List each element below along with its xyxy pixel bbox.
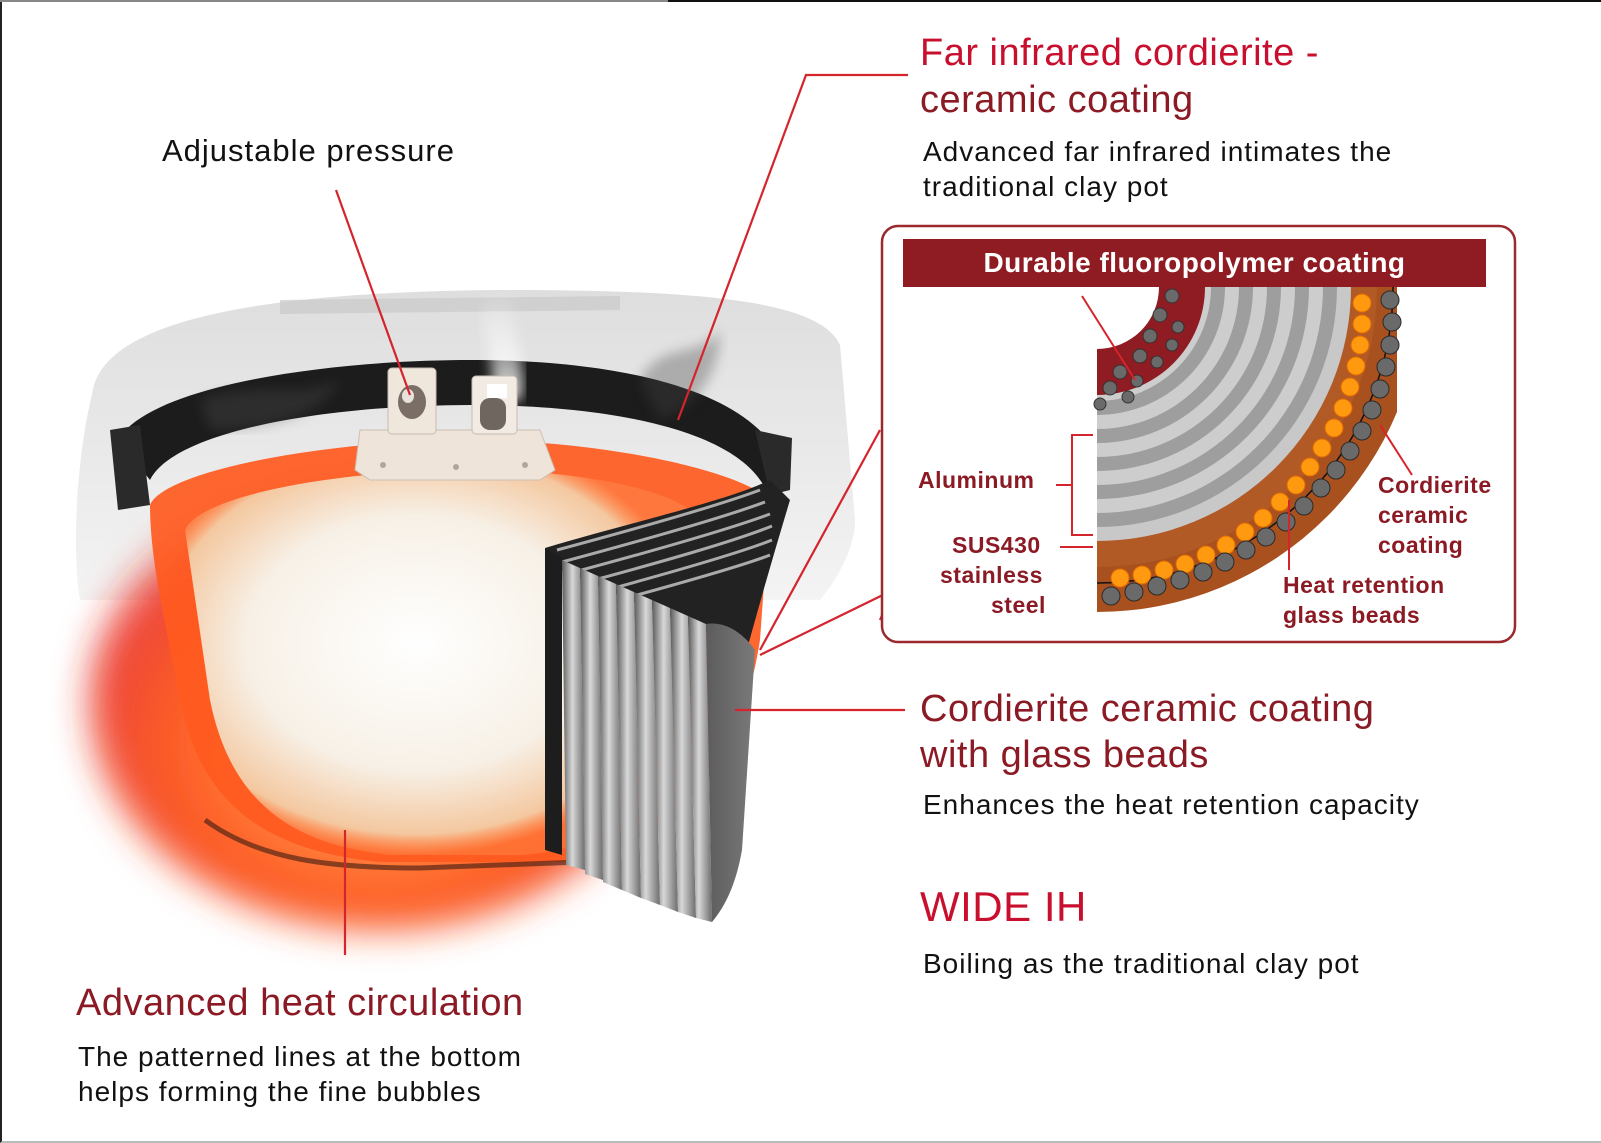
label-steel: steel — [991, 592, 1046, 618]
far-infrared-desc-line2: traditional clay pot — [923, 171, 1169, 202]
cordierite-beads-title-line1: Cordierite ceramic coating — [920, 688, 1375, 730]
leader-inset-bottom — [759, 429, 881, 651]
label-coating: coating — [1378, 532, 1464, 558]
far-infrared-title-line2: ceramic coating — [920, 79, 1194, 121]
heat-circulation-title: Advanced heat circulation — [76, 982, 524, 1024]
adjustable-pressure-title: Adjustable pressure — [162, 133, 455, 168]
top-border-right — [668, 0, 1601, 2]
fluoropolymer-banner: Durable fluoropolymer coating — [903, 239, 1486, 287]
wide-ih-desc: Boiling as the traditional clay pot — [923, 948, 1360, 979]
heat-circulation-desc-line1: The patterned lines at the bottom — [78, 1041, 522, 1072]
label-heat-retention: Heat retention — [1283, 572, 1445, 598]
label-stainless: stainless — [940, 562, 1043, 588]
cordierite-beads-desc: Enhances the heat retention capacity — [923, 789, 1420, 820]
label-cordierite: Cordierite — [1378, 472, 1492, 498]
heat-circulation-desc-line2: helps forming the fine bubbles — [78, 1076, 482, 1107]
label-glass-beads: glass beads — [1283, 602, 1421, 628]
label-aluminum: Aluminum — [918, 467, 1035, 493]
label-sus430: SUS430 — [952, 532, 1041, 558]
steam — [200, 290, 720, 430]
inset-cross-section — [1056, 287, 1413, 612]
far-infrared-desc-line1: Advanced far infrared intimates the — [923, 136, 1393, 167]
top-border-left — [0, 0, 668, 2]
cordierite-beads-title-line2: with glass beads — [920, 734, 1209, 776]
label-ceramic: ceramic — [1378, 502, 1469, 528]
pressure-valve — [354, 367, 556, 481]
wide-ih-title: WIDE IH — [920, 883, 1087, 930]
cutaway-fins — [545, 480, 790, 922]
far-infrared-title-line1: Far infrared cordierite - — [920, 32, 1319, 74]
leader-far-infrared — [676, 73, 908, 421]
leader-adjustable-pressure — [334, 189, 412, 396]
